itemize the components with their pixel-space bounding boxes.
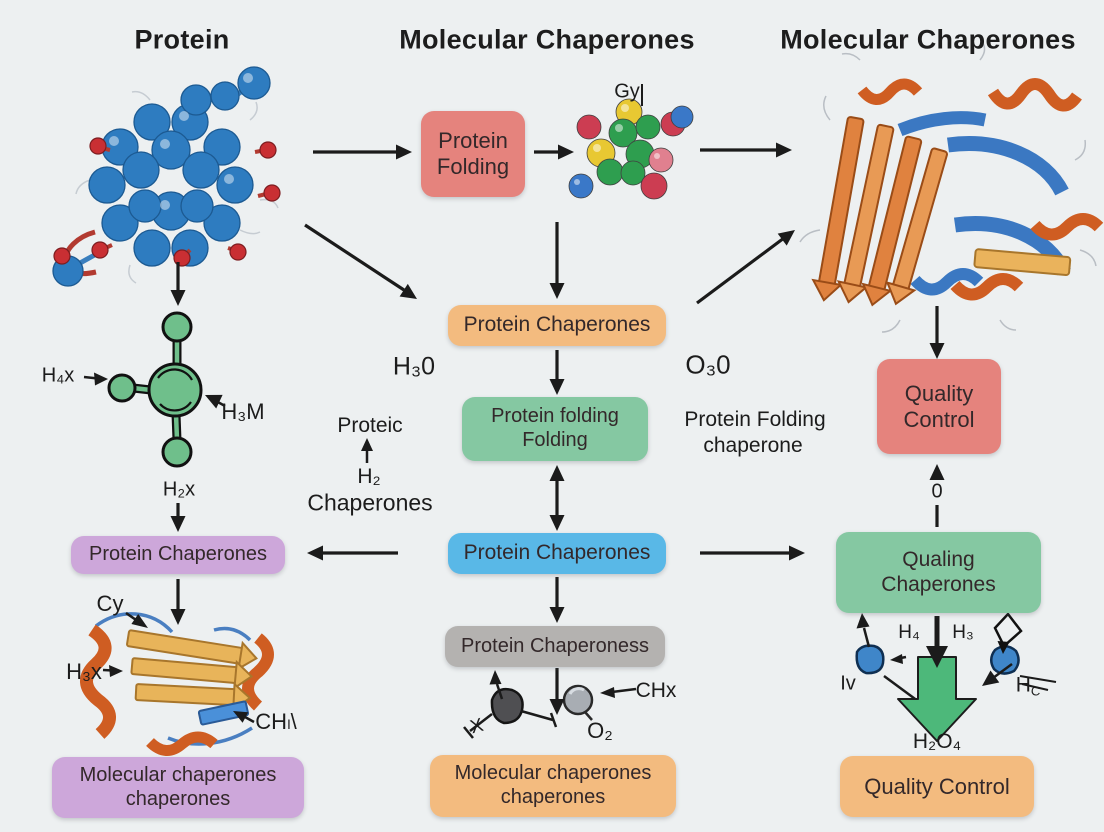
qualing-line2: Chaperones [881,572,996,596]
h2-label: H₂ [357,465,381,488]
qc-red-line1: Quality [904,380,974,406]
arrow-protein-down-left-col [170,262,186,306]
arrow-h2x-down [170,503,186,532]
qc-red-line2: Control [903,406,975,432]
arrow-green-blue-double [549,465,565,531]
arrow-h3x-pointer [102,665,123,677]
protein-chaperones-orange-box: Protein Chaperones [448,305,666,346]
protein-chaperones-orange-label: Protein Chaperones [463,313,651,337]
mc-left-line2: chaperones [125,787,231,810]
arrow-folded-to-quality [929,306,945,359]
arrow-peptide-down [549,222,565,299]
arrow-h4x-pointer [83,372,108,386]
h4-label: H₄ [898,622,920,643]
arrow-diagonal-left-to-chaperones [304,223,417,299]
arrow-blue-to-qualing [700,545,805,561]
chaperone-blob-left [855,613,933,713]
arrow-qualing-down-thick [926,616,948,668]
header-protein: Protein [134,24,230,55]
folded-protein-ribbon-large [799,41,1104,333]
hc-base: H [1015,673,1031,697]
arrow-gray-down [549,668,565,715]
x-mark-label: X [468,714,486,739]
arrow-blue-to-purple [307,545,398,561]
green-down-arrow [897,656,977,742]
arrow-blue-to-gray [549,577,565,623]
h3-label: H₃ [952,622,974,643]
degraded-fragment-gray [562,684,594,721]
h2o4-label: H₂O₄ [912,730,962,753]
arrow-chl-pointer [233,711,255,724]
arrow-purple-to-ribbon [170,579,186,625]
pff-line2: Folding [522,429,588,451]
green-molecule-illustration [107,311,203,468]
protein-chaperoness-label: Protein Chaperoness [461,634,649,657]
iv-label: Iv [840,672,856,695]
protein-folding-line2: Folding [436,154,510,179]
o30-label: O₃0 [685,349,731,380]
quality-control-red-box: Quality Control [877,359,1001,454]
chx-label: CHx [635,679,677,702]
proteic-label: Proteic [337,414,403,437]
protein-folding-line1: Protein [438,128,508,154]
mc-mid-line1: Molecular chaperones [454,762,652,785]
quality-control-orange-box: Quality Control [840,756,1034,817]
arrow-diagonal-to-folded [696,230,795,305]
protein-chaperones-purple-box: Protein Chaperones [71,536,285,574]
protein-folding-chaperone-line1: Protein Folding [684,408,826,431]
protein-folding-folding-box: Protein folding Folding [462,397,648,461]
hc-label: HC [1016,674,1041,699]
o2-label: O₂ [587,718,613,743]
arrow-proteic-up [361,438,373,463]
molecular-chaperones-left-box: Molecular chaperones chaperones [52,757,304,818]
arrow-protein-to-folding [313,144,412,160]
arrow-cy-pointer [125,611,148,628]
chl-label: CHₗ\ [255,709,297,734]
h30-label: H₃0 [392,352,436,381]
protein-chaperones-blue-label: Protein Chaperones [463,541,651,565]
molecular-chaperones-mid-box: Molecular chaperones chaperones [430,755,676,817]
protein-folding-chaperone-line2: chaperone [703,434,803,457]
arrow-chx-pointer [600,687,637,698]
protein-folding-box: Protein Folding [421,111,525,197]
h3x-label: H₃x [66,659,102,684]
hc-sub: C [1030,683,1041,699]
protein-chaperones-blue-box: Protein Chaperones [448,533,666,574]
qualing-line1: Qualing [902,547,975,571]
chaperones-word-label: Chaperones [307,489,433,516]
mc-mid-line2: chaperones [500,786,606,808]
arrow-peptide-to-folded [700,142,792,158]
arrow-orange-to-green [549,350,565,395]
h3m-label: H₃M [221,399,265,424]
unfolded-protein-illustration [52,66,281,287]
arrow-folding-to-peptide [534,144,574,160]
h4x-label: H₄x [41,364,75,387]
mc-left-line1: Molecular chaperones [79,763,277,786]
protein-chaperoness-gray-box: Protein Chaperoness [445,626,665,667]
header-molecular-chaperones-mid: Molecular Chaperones [399,24,695,55]
zero-label: 0 [931,480,943,503]
header-molecular-chaperones-right: Molecular Chaperones [780,24,1076,55]
protein-chaperones-purple-label: Protein Chaperones [89,543,267,566]
qc-orange-label: Quality Control [864,773,1010,799]
cy-label: Cy [96,591,124,616]
gy-label: Gy [614,80,640,103]
qualing-chaperones-box: Qualing Chaperones [836,532,1041,613]
folded-protein-ribbon-small [80,612,274,756]
h2x-label: H₂x [162,478,196,501]
pff-line1: Protein folding [491,405,619,428]
